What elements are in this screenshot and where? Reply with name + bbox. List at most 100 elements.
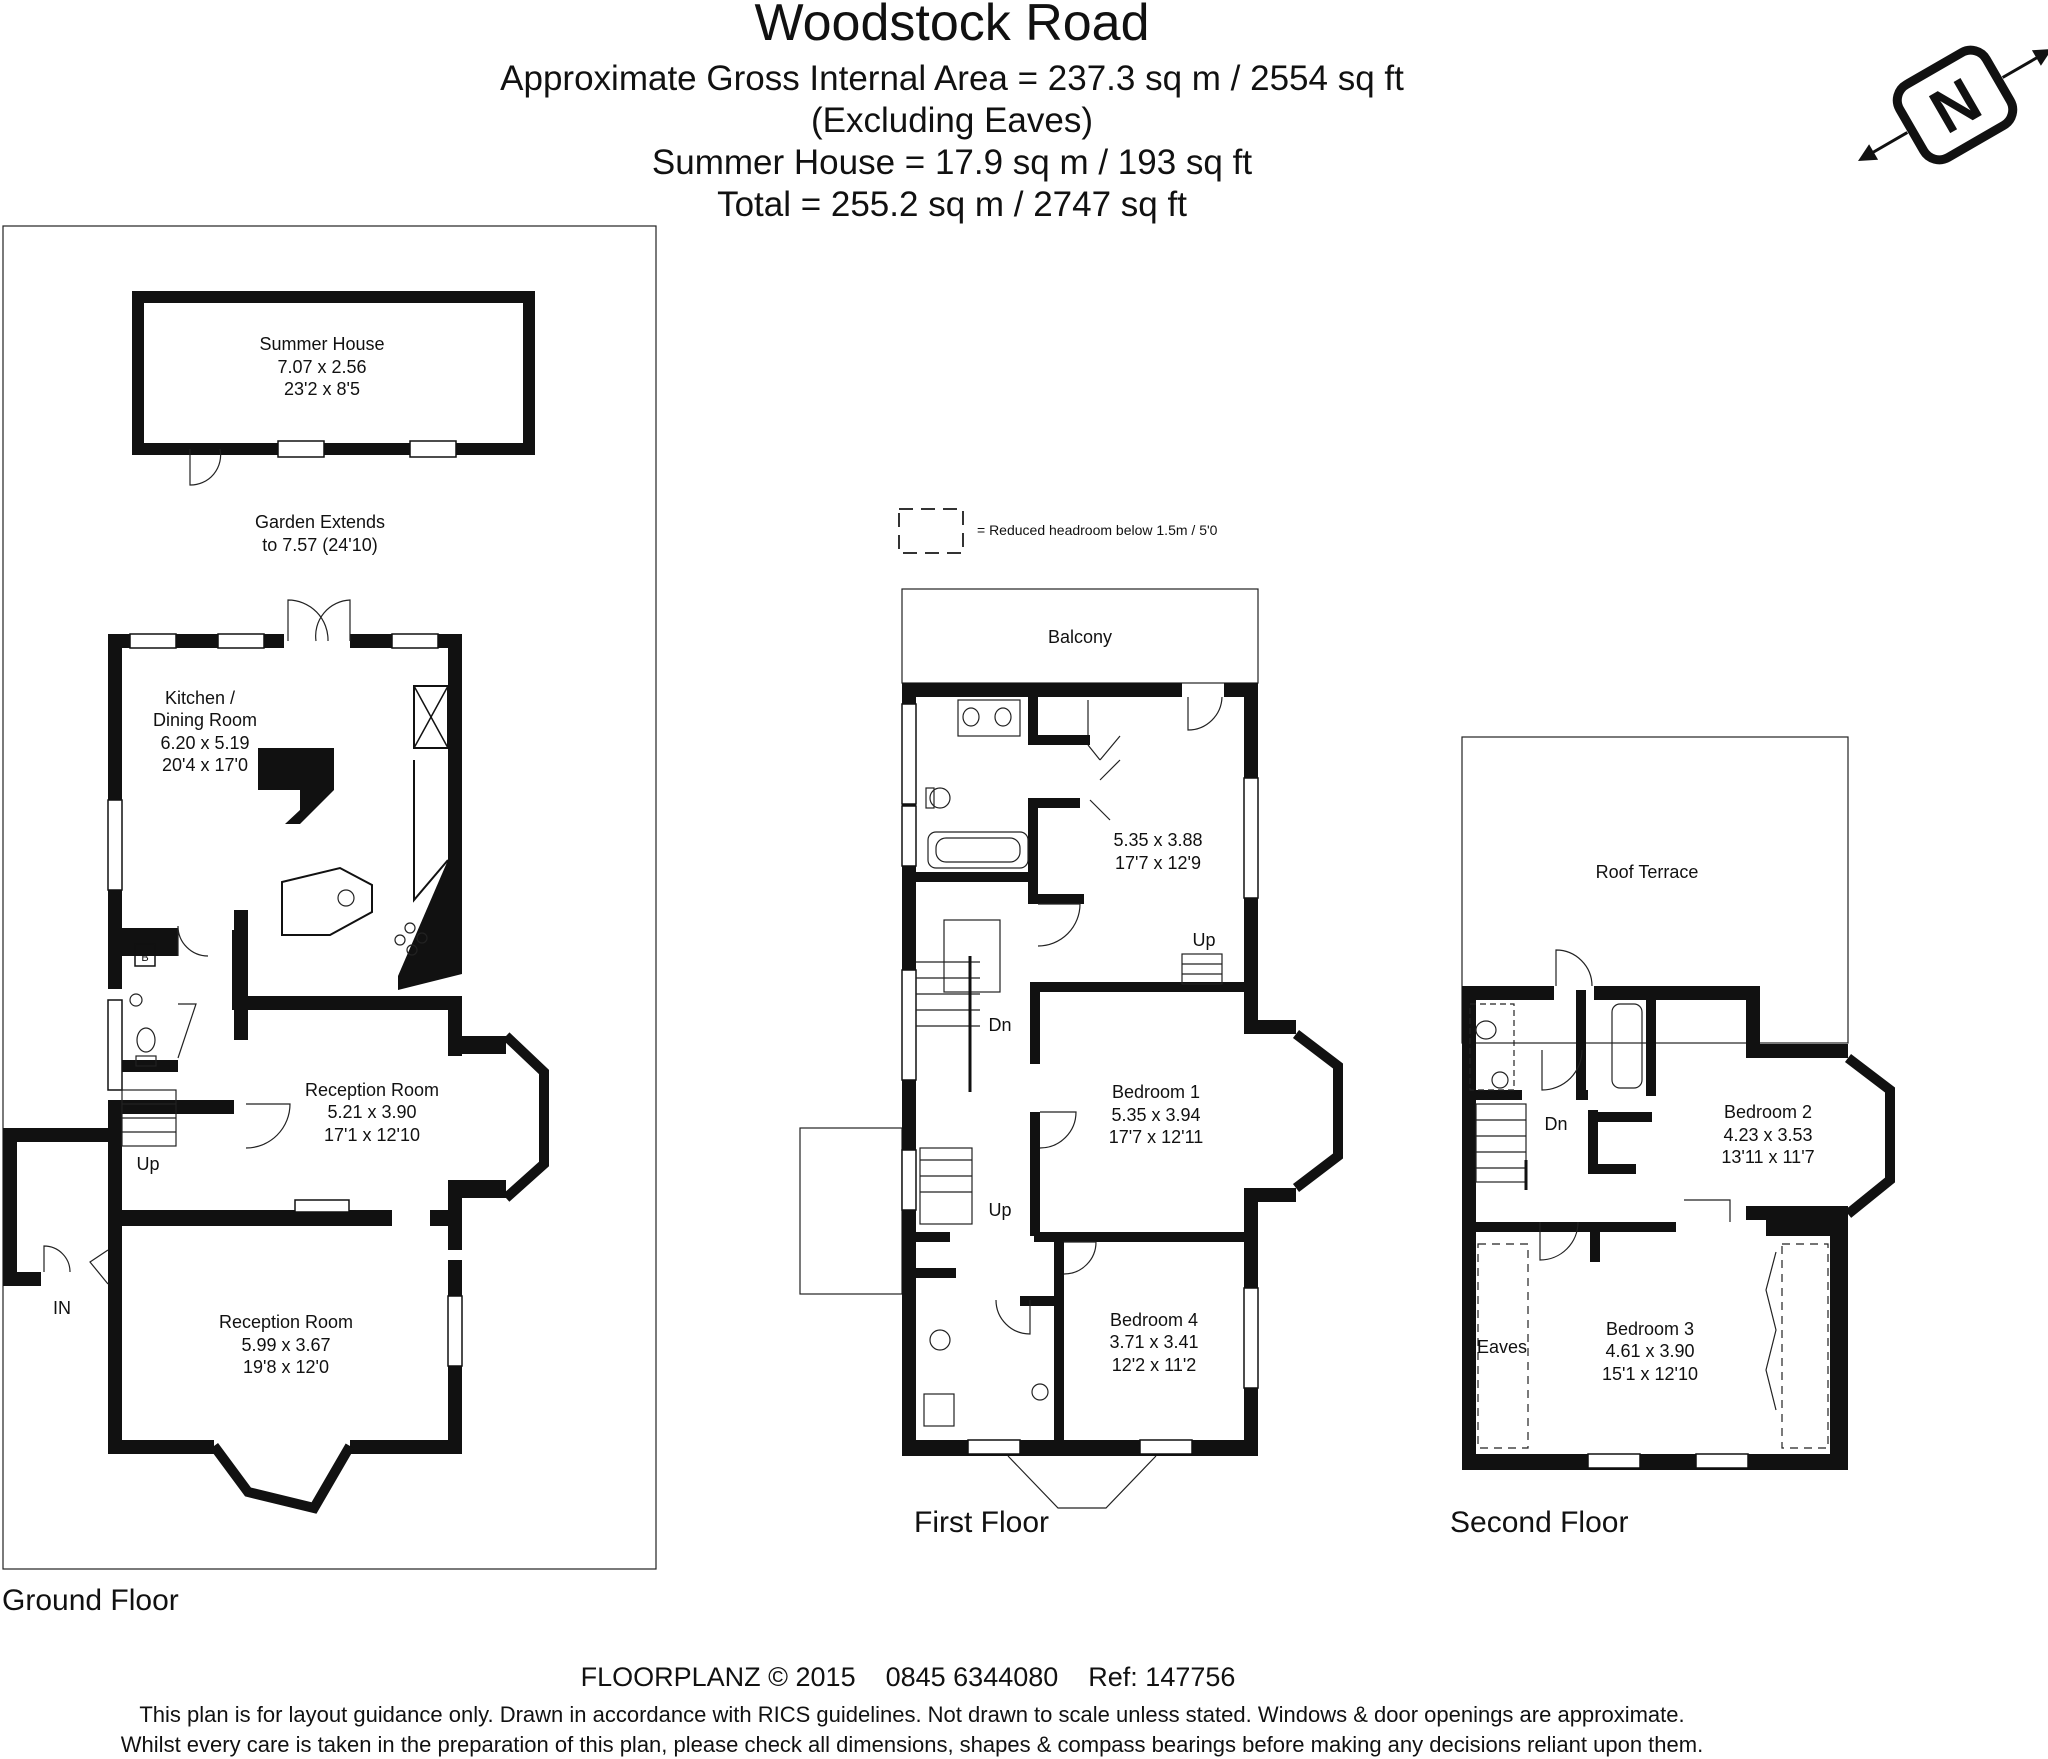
- legend-text: = Reduced headroom below 1.5m / 5'0: [977, 522, 1218, 538]
- first-floor-walls: [902, 683, 1296, 1456]
- basin-icon: [1491, 1071, 1509, 1089]
- footer: FLOORPLANZ © 2015 0845 6344080 Ref: 1477…: [121, 1662, 1703, 1757]
- excluding-eaves: (Excluding Eaves): [811, 101, 1093, 140]
- first-stairs-down: Dn: [988, 1015, 1011, 1035]
- hob-icon: [394, 922, 428, 956]
- door-swing: [1039, 1111, 1077, 1149]
- gross-area: Approximate Gross Internal Area = 237.3 …: [500, 59, 1404, 98]
- first-floor: Balcony: [799, 588, 1343, 1539]
- reception-rear-imperial: 17'1 x 12'10: [324, 1125, 420, 1145]
- second-floor-walls: [1462, 986, 1848, 1470]
- legend: = Reduced headroom below 1.5m / 5'0: [898, 508, 1218, 554]
- garden-line1: Garden Extends: [255, 512, 385, 532]
- wardrobe-doors: [1765, 1251, 1777, 1411]
- door-swing: [43, 1245, 71, 1273]
- summer-house-imperial: 23'2 x 8'5: [284, 379, 360, 399]
- door-swing: [1037, 903, 1081, 947]
- first-stairs-up: Up: [988, 1200, 1011, 1220]
- door-swing: [89, 1249, 109, 1285]
- bedroom1-metric: 5.35 x 3.94: [1111, 1105, 1200, 1125]
- bedroom1-imperial: 17'7 x 12'11: [1109, 1127, 1204, 1147]
- north-compass-icon: N: [1858, 45, 2048, 165]
- bedroom4-imperial: 12'2 x 11'2: [1112, 1355, 1197, 1375]
- door-swing: [1063, 1241, 1097, 1275]
- double-basin-icon: [957, 699, 1021, 737]
- reception-front-metric: 5.99 x 3.67: [241, 1335, 330, 1355]
- toilet-icon: [929, 787, 951, 809]
- first-floor-label: First Floor: [914, 1506, 1049, 1539]
- french-doors: [287, 599, 351, 642]
- kitchen-metric: 6.20 x 5.19: [160, 733, 249, 753]
- door-swing: [1187, 696, 1223, 731]
- bedroom2-imperial: 13'11 x 11'7: [1721, 1147, 1814, 1167]
- basin-icon: [1031, 1383, 1049, 1401]
- roof-terrace-label: Roof Terrace: [1596, 862, 1699, 882]
- ground-stairs-up: Up: [136, 1154, 159, 1174]
- eaves-area-left: [1477, 1243, 1529, 1449]
- second-floor: Roof Terrace: [1450, 736, 1895, 1539]
- balcony-label: Balcony: [1048, 627, 1112, 647]
- first-floor-windows: [901, 703, 1259, 1455]
- second-bay-window: [1844, 1054, 1895, 1218]
- boiler-icon: [134, 943, 156, 967]
- company-line: FLOORPLANZ © 2015 0845 6344080 Ref: 1477…: [581, 1662, 1236, 1692]
- ground-windows: [107, 633, 463, 1367]
- second-internal-walls: [1476, 990, 1830, 1262]
- door-swing: [995, 1299, 1031, 1335]
- ground-bay-windows: [209, 1032, 549, 1514]
- side-roof-outline: [799, 1127, 903, 1295]
- door-swing: [1555, 949, 1593, 987]
- ground-wc: [129, 993, 197, 1067]
- toilet-icon: [929, 1329, 951, 1351]
- master-imperial: 17'7 x 12'9: [1115, 853, 1201, 873]
- door-swing: [245, 1103, 291, 1149]
- header: Woodstock Road Approximate Gross Interna…: [500, 0, 1404, 224]
- first-stairs-up-2: Up: [1192, 930, 1215, 950]
- wardrobe-doors: [1087, 700, 1121, 821]
- plot-boundary: [2, 225, 657, 1570]
- first-stairs: [916, 919, 1223, 1225]
- second-stairs-down: Dn: [1544, 1114, 1567, 1134]
- master-metric: 5.35 x 3.88: [1113, 830, 1202, 850]
- eaves-label: Eaves: [1477, 1337, 1527, 1357]
- bedroom2-name: Bedroom 2: [1724, 1102, 1812, 1122]
- first-bay-window: [1292, 1030, 1343, 1192]
- door-swing: [1539, 1221, 1579, 1261]
- total-area: Total = 255.2 sq m / 2747 sq ft: [717, 185, 1187, 224]
- bedroom1-name: Bedroom 1: [1112, 1082, 1200, 1102]
- bedroom3-name: Bedroom 3: [1606, 1319, 1694, 1339]
- bedroom3-imperial: 15'1 x 12'10: [1602, 1364, 1698, 1384]
- toilet-icon: [136, 1027, 156, 1053]
- kitchen-line2: Dining Room: [153, 710, 257, 730]
- kitchen-fixtures: [258, 685, 449, 956]
- reception-front-imperial: 19'8 x 12'0: [243, 1357, 329, 1377]
- ground-stairs: [121, 1089, 177, 1147]
- disclaimer-line1: This plan is for layout guidance only. D…: [139, 1702, 1684, 1727]
- ground-floor-label: Ground Floor: [2, 1584, 179, 1617]
- ground-floor: Summer House 7.07 x 2.56 23'2 x 8'5 Gard…: [2, 225, 657, 1617]
- shower-icon: [923, 1393, 955, 1427]
- door-swing: [1541, 1049, 1583, 1091]
- summer-house-metric: 7.07 x 2.56: [277, 357, 366, 377]
- bath-icon: [927, 831, 1029, 869]
- kitchen-line1: Kitchen /: [165, 688, 235, 708]
- boiler-label: B: [141, 952, 148, 964]
- door-swing: [177, 925, 209, 957]
- first-internal-walls: [916, 697, 1244, 1440]
- wardrobe-doors: [1684, 1199, 1731, 1222]
- reception-front-name: Reception Room: [219, 1312, 353, 1332]
- entrance-label: IN: [53, 1298, 71, 1318]
- garden-line2: to 7.57 (24'10): [262, 535, 378, 555]
- bath-icon: [1611, 1003, 1643, 1089]
- bedroom3-metric: 4.61 x 3.90: [1605, 1341, 1694, 1361]
- plan-title: Woodstock Road: [754, 0, 1149, 52]
- bedroom4-name: Bedroom 4: [1110, 1310, 1198, 1330]
- kitchen-imperial: 20'4 x 17'0: [162, 755, 248, 775]
- summer-house-name: Summer House: [259, 334, 384, 354]
- second-stairs: [1475, 1103, 1528, 1190]
- reception-rear-name: Reception Room: [305, 1080, 439, 1100]
- reception-rear-metric: 5.21 x 3.90: [327, 1102, 416, 1122]
- bedroom2-metric: 4.23 x 3.53: [1723, 1125, 1812, 1145]
- kitchen-sink-icon: [337, 889, 355, 907]
